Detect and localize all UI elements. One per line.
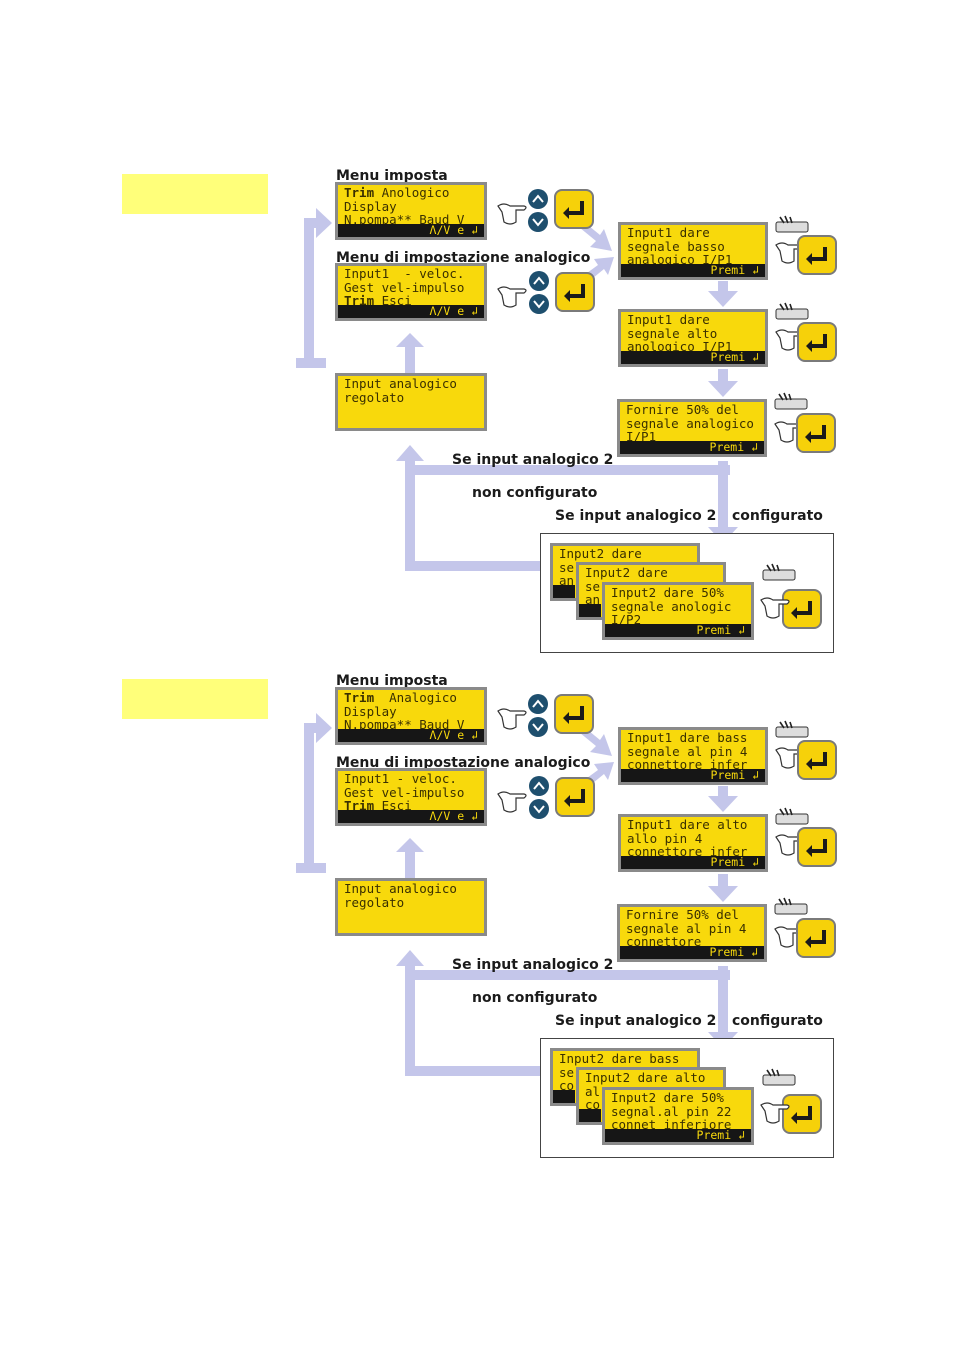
- se-input-label: Se input analogico 2: [452, 452, 614, 468]
- display-hint-bar: Premi ↲: [621, 856, 765, 869]
- pointing-hand-icon: [497, 203, 527, 225]
- step1-display: Input1 dare segnale basso analogico I/P1…: [618, 222, 768, 280]
- result-display: Input analogico regolato: [335, 878, 487, 936]
- enter-key-button[interactable]: [555, 272, 595, 312]
- arrow-down-button[interactable]: [528, 717, 548, 737]
- arrow-up-button[interactable]: [528, 189, 548, 209]
- se-input-2-label: Se input analogico 2: [555, 508, 717, 524]
- enter-key-button[interactable]: [782, 1094, 822, 1134]
- pointing-hand-icon: [760, 597, 790, 619]
- display-hint-bar: Λ/V e ↲: [338, 305, 484, 318]
- step2-display: Input1 dare segnale alto anologico I/P1 …: [618, 309, 768, 367]
- keyboard-icon: [775, 215, 809, 233]
- se-input-2-label: Se input analogico 2: [555, 1013, 717, 1029]
- enter-key-icon: [564, 789, 585, 807]
- enter-key-button[interactable]: [555, 777, 595, 817]
- display-hint-bar: Premi ↲: [621, 264, 765, 277]
- keyboard-icon: [775, 720, 809, 738]
- arrow-up-icon: [533, 781, 545, 790]
- menu-imposta-label: Menu imposta: [336, 673, 448, 689]
- arrow-up-icon: [533, 276, 545, 285]
- menu-imposta-display: Trim Anologico Display N.pompa** Baud V …: [335, 182, 487, 240]
- non-configurato-label: non configurato: [472, 485, 598, 501]
- pointing-hand-icon: [497, 286, 527, 308]
- arrow-up-button[interactable]: [529, 776, 549, 796]
- arrow-down-button[interactable]: [529, 799, 549, 819]
- arrow-up-icon: [532, 194, 544, 203]
- enter-key-button[interactable]: [554, 189, 594, 229]
- menu-imposta-label: Menu imposta: [336, 168, 448, 184]
- enter-key-button[interactable]: [797, 827, 837, 867]
- enter-key-icon: [563, 706, 584, 724]
- setup-menu-display: Input1 - veloc. Gest vel-impulso Trim Es…: [335, 263, 487, 321]
- enter-key-button[interactable]: [782, 589, 822, 629]
- arrow-down-icon: [532, 218, 544, 227]
- arrow-down-button[interactable]: [528, 212, 548, 232]
- display-hint-bar: Λ/V e ↲: [338, 224, 484, 237]
- enter-key-icon: [806, 334, 827, 352]
- enter-key-icon: [806, 752, 827, 770]
- input2-panel: Input2 dare se an Input2 dare se an Inpu…: [540, 533, 834, 653]
- display-hint-bar: Premi ↲: [620, 946, 764, 959]
- enter-key-button[interactable]: [554, 694, 594, 734]
- keyboard-icon: [762, 563, 796, 581]
- input2-panel: Input2 dare bass se co Input2 dare alto …: [540, 1038, 834, 1158]
- pointing-hand-icon: [497, 708, 527, 730]
- configurato-label: configurato: [732, 508, 823, 524]
- display-hint-bar: Λ/V e ↲: [338, 810, 484, 823]
- menu-impostazione-label: Menu di impostazione analogico: [336, 755, 591, 771]
- flow-arrows: [296, 208, 738, 571]
- display-hint-bar: Premi ↲: [605, 1129, 751, 1142]
- enter-key-button[interactable]: [797, 235, 837, 275]
- display-hint-bar: Premi ↲: [605, 624, 751, 637]
- enter-key-button[interactable]: [796, 918, 836, 958]
- enter-key-icon: [806, 839, 827, 857]
- enter-key-button[interactable]: [796, 413, 836, 453]
- keyboard-icon: [775, 807, 809, 825]
- enter-key-button[interactable]: [797, 322, 837, 362]
- enter-key-icon: [805, 930, 826, 948]
- display-hint-bar: Premi ↲: [621, 351, 765, 364]
- highlight-tag: [122, 174, 268, 214]
- pointing-hand-icon: [760, 1102, 790, 1124]
- menu-imposta-display: Trim Analogico Display N.pompa** Baud V …: [335, 687, 487, 745]
- step1-display: Input1 dare bass segnale al pin 4 connet…: [618, 727, 768, 785]
- enter-key-icon: [791, 601, 812, 619]
- highlight-tag: [122, 679, 268, 719]
- enter-key-icon: [791, 1106, 812, 1124]
- flow-diagram: Menu imposta Menu di impostazione analog…: [0, 168, 954, 674]
- arrow-down-icon: [532, 723, 544, 732]
- enter-key-icon: [805, 425, 826, 443]
- pointing-hand-icon: [497, 791, 527, 813]
- keyboard-icon: [774, 897, 808, 915]
- display-hint-bar: Premi ↲: [621, 769, 765, 782]
- configurato-label: configurato: [732, 1013, 823, 1029]
- input2-mid-display: Input2 dare 50% segnal.al pin 22 connet …: [602, 1087, 754, 1145]
- arrow-down-icon: [533, 300, 545, 309]
- keyboard-icon: [775, 302, 809, 320]
- non-configurato-label: non configurato: [472, 990, 598, 1006]
- arrow-up-button[interactable]: [528, 694, 548, 714]
- se-input-label: Se input analogico 2: [452, 957, 614, 973]
- display-hint-bar: Premi ↲: [620, 441, 764, 454]
- arrow-up-button[interactable]: [529, 271, 549, 291]
- keyboard-icon: [774, 392, 808, 410]
- input2-mid-display: Input2 dare 50% segnale anologic I/P2 Pr…: [602, 582, 754, 640]
- keyboard-icon: [762, 1068, 796, 1086]
- step3-display: Fornire 50% del segnale analogico I/P1 P…: [617, 399, 767, 457]
- flow-diagram: Menu imposta Menu di impostazione analog…: [0, 673, 954, 1179]
- arrow-up-icon: [532, 699, 544, 708]
- enter-key-icon: [564, 284, 585, 302]
- enter-key-button[interactable]: [797, 740, 837, 780]
- arrow-down-button[interactable]: [529, 294, 549, 314]
- enter-key-icon: [563, 201, 584, 219]
- result-display: Input analogico regolato: [335, 373, 487, 431]
- enter-key-icon: [806, 247, 827, 265]
- step2-display: Input1 dare alto allo pin 4 connettore i…: [618, 814, 768, 872]
- menu-impostazione-label: Menu di impostazione analogico: [336, 250, 591, 266]
- step3-display: Fornire 50% del segnale al pin 4 connett…: [617, 904, 767, 962]
- arrow-down-icon: [533, 805, 545, 814]
- display-hint-bar: Λ/V e ↲: [338, 729, 484, 742]
- setup-menu-display: Input1 - veloc. Gest vel-impulso Trim Es…: [335, 768, 487, 826]
